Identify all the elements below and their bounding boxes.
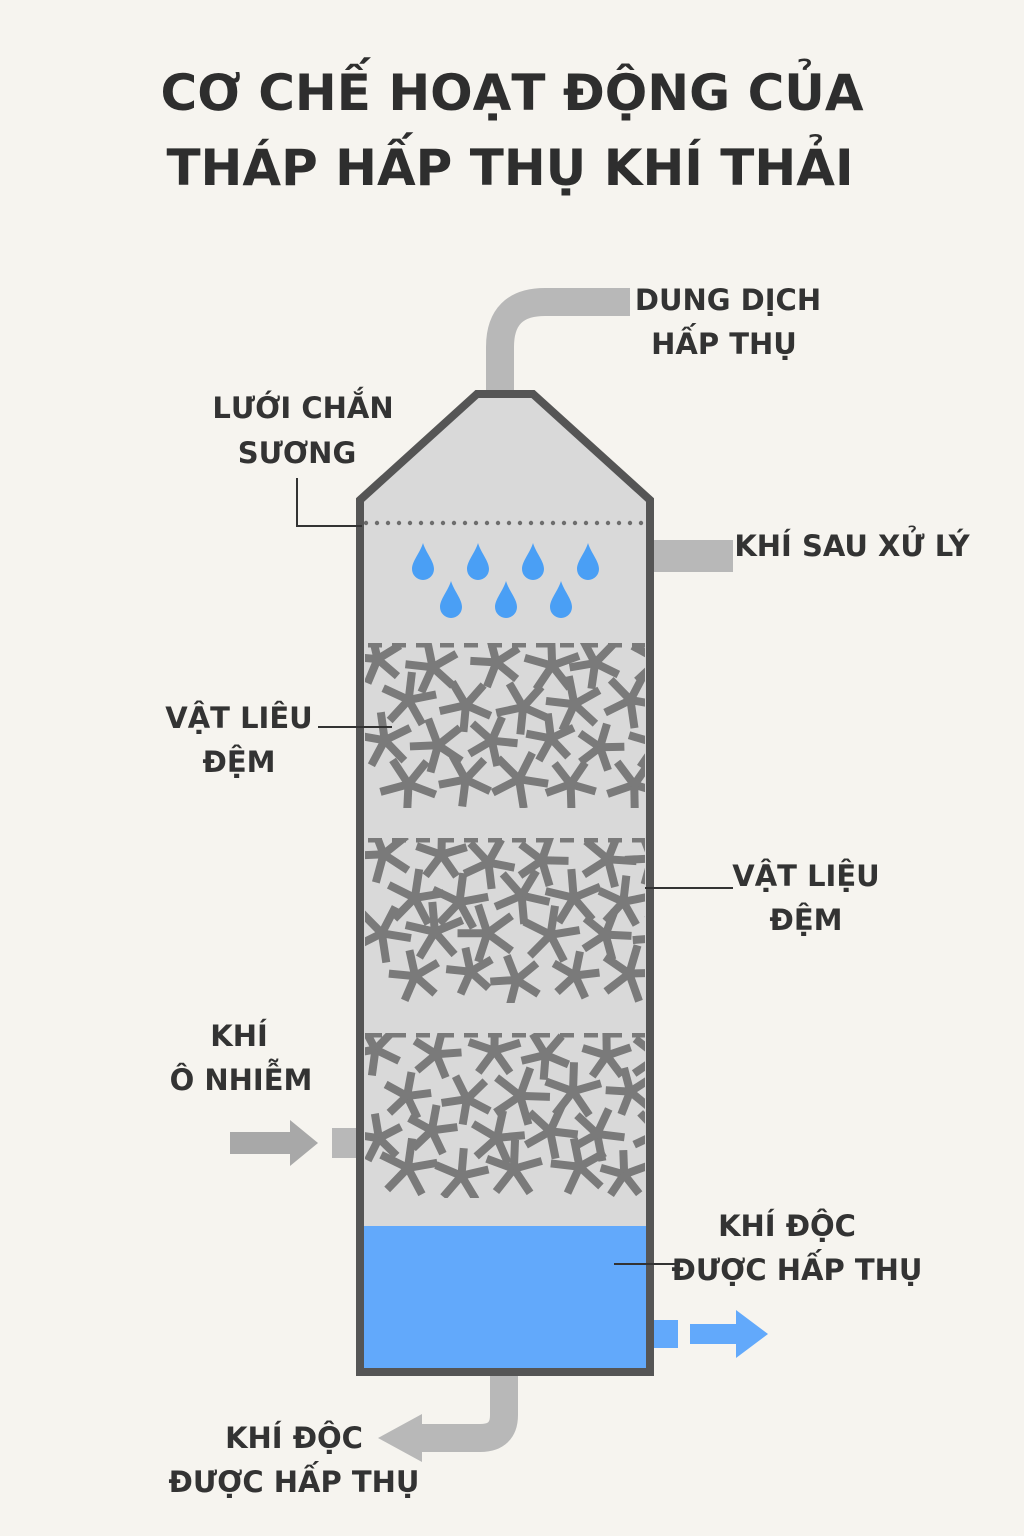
- mist-dot: [462, 520, 468, 526]
- mist-dot: [429, 520, 435, 526]
- mist-eliminator-dots: [363, 520, 644, 526]
- absorbed-gas-right-label-line-1: KHÍ ĐỘC: [718, 1209, 856, 1243]
- polluted-gas-label-line-1: KHÍ: [210, 1019, 268, 1053]
- droplet: [412, 543, 434, 580]
- mist-dot: [495, 520, 501, 526]
- mist-dot: [528, 520, 534, 526]
- mist-dot: [385, 520, 391, 526]
- liquid-pool: [364, 1226, 646, 1368]
- packing-left-label-line-1: VẬT LIÊU: [165, 701, 312, 735]
- polluted-gas-arrow-shaft: [230, 1132, 292, 1154]
- mist-dot: [363, 520, 369, 526]
- droplet: [522, 543, 544, 580]
- mist-eliminator-leader-line: [296, 478, 362, 527]
- mist-dot: [550, 520, 556, 526]
- mist-dot: [484, 520, 490, 526]
- mist-dot: [572, 520, 578, 526]
- droplet: [495, 581, 517, 618]
- mist-dot: [506, 520, 512, 526]
- bottom-drain-arrowhead: [378, 1414, 422, 1462]
- absorbed-gas-right-label-line-2: ĐƯỢC HẤP THỤ: [672, 1249, 923, 1287]
- title-line-1: CƠ CHẾ HOẠT ĐỘNG CỦA: [160, 57, 863, 122]
- liquid-outlet-stub: [650, 1320, 678, 1348]
- packing-right-label-line-2: ĐỆM: [770, 903, 843, 937]
- mist-dot: [638, 520, 644, 526]
- absorbed-gas-bottom-label-line-1: KHÍ ĐỘC: [225, 1421, 363, 1455]
- spray-droplets: [412, 543, 599, 618]
- mist-dot: [561, 520, 567, 526]
- packing-bed-2: [365, 838, 645, 1003]
- droplet: [550, 581, 572, 618]
- mist-dot: [627, 520, 633, 526]
- mist-dot: [473, 520, 479, 526]
- mist-dot: [616, 520, 622, 526]
- mist-dot: [418, 520, 424, 526]
- title-line-2: THÁP HẤP THỤ KHÍ THẢI: [166, 132, 853, 197]
- liquid-outlet-arrow-shaft: [690, 1324, 740, 1344]
- tower-body: [356, 390, 654, 1376]
- treated-gas-label: KHÍ SAU XỬ LÝ: [734, 525, 970, 563]
- mist-dot: [451, 520, 457, 526]
- polluted-gas-arrowhead: [290, 1120, 318, 1166]
- mist-dot: [440, 520, 446, 526]
- polluted-gas-label-line-2: Ô NHIỄM: [170, 1059, 313, 1097]
- treated-gas-outlet-pipe: [650, 540, 733, 572]
- solution-inlet-pipe: [486, 288, 630, 392]
- packing-bed-3: [365, 1033, 645, 1198]
- packing-right-label-line-1: VẬT LIỆU: [732, 859, 879, 893]
- absorbed-gas-bottom-label-line-2: ĐƯỢC HẤP THỤ: [169, 1461, 420, 1499]
- droplet: [467, 543, 489, 580]
- absorbent-solution-label-line-2: HẤP THỤ: [651, 323, 797, 361]
- bottom-drain-pipe: [420, 1372, 518, 1452]
- liquid-outlet-arrowhead: [736, 1310, 768, 1358]
- mist-dot: [407, 520, 413, 526]
- mist-dot: [539, 520, 545, 526]
- mist-dot: [605, 520, 611, 526]
- mist-dot: [396, 520, 402, 526]
- mist-dot: [594, 520, 600, 526]
- droplet: [577, 543, 599, 580]
- packing-bed-1: [365, 643, 645, 808]
- mist-eliminator-label-line-2: SƯƠNG: [238, 436, 357, 470]
- mist-eliminator-label-line-1: LƯỚI CHẮN: [212, 388, 393, 425]
- droplet: [440, 581, 462, 618]
- mist-dot: [517, 520, 523, 526]
- mist-dot: [374, 520, 380, 526]
- packing-left-label-line-2: ĐỆM: [203, 745, 276, 779]
- absorbent-solution-label-line-1: DUNG DỊCH: [635, 283, 821, 317]
- mist-dot: [583, 520, 589, 526]
